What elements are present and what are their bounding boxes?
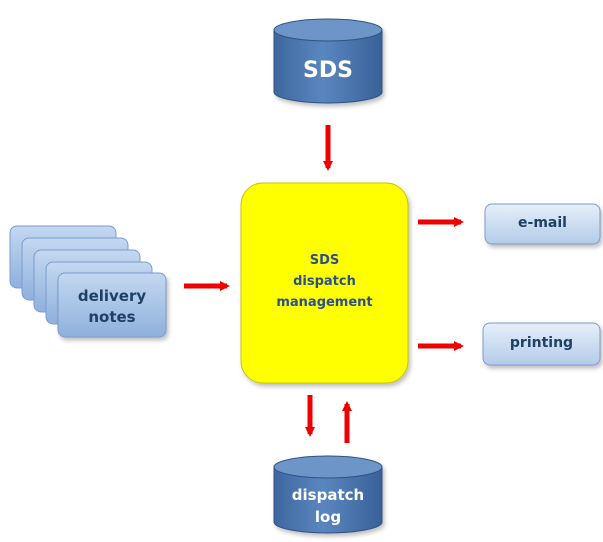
printing-output-box	[482, 322, 601, 366]
dispatch-log-line2: log	[314, 508, 342, 526]
delivery-notes-line2: notes	[88, 308, 136, 326]
sds-database-label: SDS	[303, 58, 353, 83]
email-output-label: e-mail	[518, 215, 567, 231]
delivery-notes-label: delivery notes	[58, 286, 166, 328]
delivery-notes-line1: delivery	[77, 287, 147, 305]
printing-output-label: printing	[509, 335, 574, 351]
dispatch-log-label: dispatch log	[274, 484, 382, 528]
dispatch-management-box	[240, 182, 409, 384]
dispatch-management-line1: SDS	[309, 253, 340, 268]
dispatch-management-line2: dispatch	[293, 274, 356, 289]
email-output-box	[484, 203, 601, 245]
dispatch-log-database	[273, 455, 383, 534]
dispatch-log-line1: dispatch	[291, 486, 365, 504]
delivery-notes-stack	[9, 225, 167, 338]
dispatch-management-line3: management	[276, 295, 373, 310]
dispatch-management-label: SDS dispatch management	[241, 250, 408, 313]
sds-database	[273, 18, 383, 104]
